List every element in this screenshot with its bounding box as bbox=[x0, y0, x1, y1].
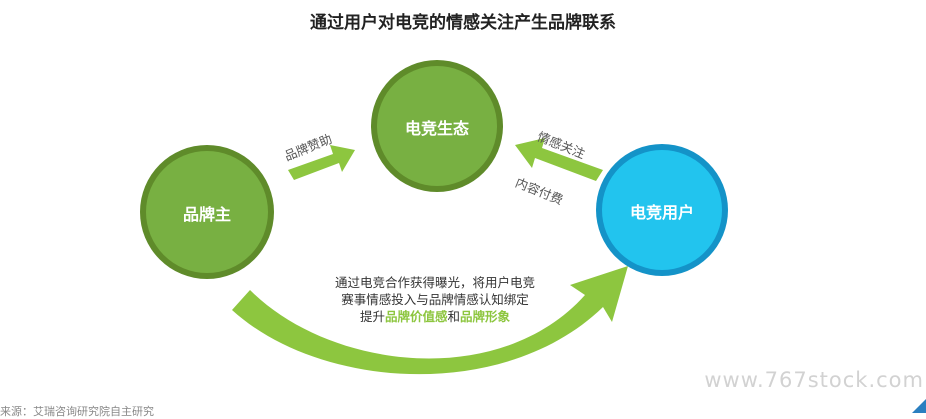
brand-node-label: 品牌主 bbox=[182, 205, 231, 224]
corner-decoration bbox=[912, 399, 926, 413]
arrow-brand-to-ecosystem bbox=[288, 145, 355, 180]
ecosystem-node-fill bbox=[377, 66, 497, 186]
description-line-3: 提升品牌价值感和品牌形象 bbox=[300, 308, 570, 325]
description-line-2: 赛事情感投入与品牌情感认知绑定 bbox=[341, 292, 529, 307]
brand-node-fill bbox=[146, 151, 268, 273]
highlight-brand-value: 品牌价值感 bbox=[384, 309, 448, 324]
source-footer: 来源：艾瑞咨询研究院自主研究 bbox=[0, 405, 154, 418]
curved-arrow bbox=[232, 266, 628, 375]
ecosystem-node-label: 电竞生态 bbox=[404, 119, 469, 138]
description-connector: 和 bbox=[447, 309, 461, 324]
user-node-label: 电竞用户 bbox=[629, 203, 694, 222]
description-text: 通过电竞合作获得曝光，将用户电竞 赛事情感投入与品牌情感认知绑定 提升品牌价值感… bbox=[300, 274, 570, 325]
highlight-brand-image: 品牌形象 bbox=[460, 309, 511, 324]
watermark: www.767stock.com bbox=[704, 368, 924, 392]
user-node-fill bbox=[602, 150, 722, 270]
description-prefix: 提升 bbox=[359, 309, 385, 324]
arrow-user-to-ecosystem bbox=[515, 138, 603, 181]
page-title: 通过用户对电竞的情感关注产生品牌联系 bbox=[310, 13, 616, 33]
description-line-1: 通过电竞合作获得曝光，将用户电竞 bbox=[334, 275, 535, 290]
